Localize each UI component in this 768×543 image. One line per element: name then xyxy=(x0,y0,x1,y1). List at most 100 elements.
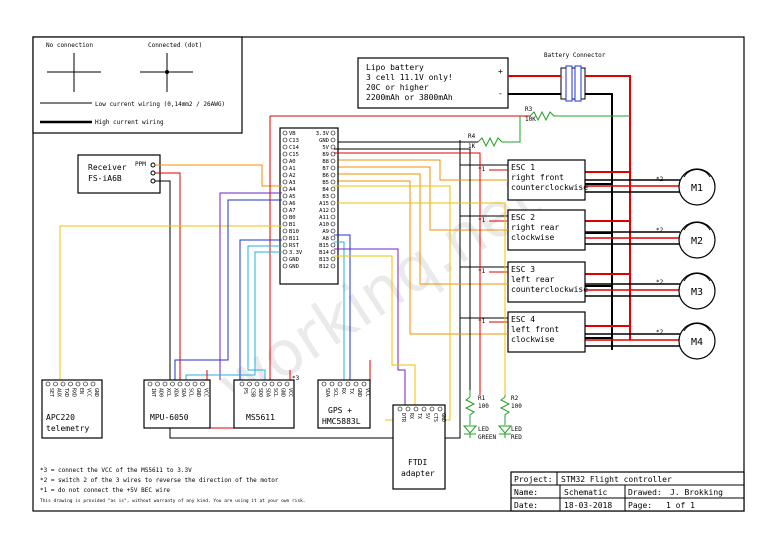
stm32-pin-dot xyxy=(282,172,288,178)
stm32-pin-dot xyxy=(330,137,336,143)
led-red-label: LED xyxy=(511,426,522,433)
stm32-pin-label: B0 xyxy=(289,215,296,221)
gps-pin-label: VCC xyxy=(364,388,370,397)
gps-sub: HMC5883L xyxy=(322,417,361,426)
ms5611-pin-dot xyxy=(269,381,275,387)
apc220-module: APC220 telemetry xyxy=(41,379,103,439)
ftdi-pin-dot xyxy=(405,406,411,412)
lipo-battery: Lipo battery 3 cell 11.1V only! 20C or h… xyxy=(357,57,509,109)
ftdi-module: FTDI adapter xyxy=(392,404,446,490)
stm32-pin-dot xyxy=(282,130,288,136)
ms5611-name: MS5611 xyxy=(246,413,275,422)
apc220-pin-label: SET xyxy=(48,388,54,397)
ftdi-pin-dot xyxy=(413,406,419,412)
title-block: Project: STM32 Flight controller Name: S… xyxy=(510,471,745,512)
r2-label: R2 xyxy=(511,395,519,402)
ms5611-pin-label: PS xyxy=(242,388,248,394)
stm32-pin-label: GND xyxy=(289,264,299,270)
stm32-pin-dot xyxy=(282,151,288,157)
mpu6050-pin-label: XDA xyxy=(173,388,179,397)
stm32-pin-dot xyxy=(282,193,288,199)
stm32-pin-label: 3.3V xyxy=(316,131,330,137)
motor-m4: M4 xyxy=(691,337,703,348)
ftdi-pin-label: GND xyxy=(440,413,446,422)
receiver-name: Receiver xyxy=(88,163,127,172)
stm32-pin-dot xyxy=(330,193,336,199)
esc2-name: ESC 2 xyxy=(511,213,535,222)
gps-pin-label: RX xyxy=(340,388,346,394)
stm32-pin-label: B15 xyxy=(319,243,329,249)
stm32-pin-label: B13 xyxy=(319,257,329,263)
esc4-line1: left front xyxy=(511,325,559,334)
stm32-pin-dot xyxy=(330,207,336,213)
voltage-divider: R3 10K R4 1K xyxy=(270,106,630,150)
ftdi-name: FTDI xyxy=(408,458,427,467)
mpu6050-pin-dot xyxy=(200,381,205,387)
esc-boxes: ESC 1 right front counterclockwise ESC 2… xyxy=(478,159,588,353)
stm32-pin-label: A7 xyxy=(289,208,296,214)
esc1-line1: right front xyxy=(511,173,564,182)
stm32-pin-label: C15 xyxy=(289,152,299,158)
stm32-board: VBC13C14C15A0A1A2A3A4A5A6A7B0B1B10B11RST… xyxy=(279,127,339,285)
stm32-pin-label: B14 xyxy=(319,250,330,256)
motor-note-2: *2 xyxy=(656,227,664,234)
stm32-pin-dot xyxy=(330,235,336,241)
battery-line-2: 3 cell 11.1V only! xyxy=(366,73,453,82)
ftdi-pin-dot xyxy=(437,406,443,412)
stm32-pin-label: B5 xyxy=(322,180,329,186)
mpu6050-pin-label: GND xyxy=(195,388,201,397)
esc3-note: *1 xyxy=(478,268,486,275)
esc3-line2: counterclockwise xyxy=(511,285,588,294)
ms5611-pin-label: SDO xyxy=(257,388,263,397)
mpu6050-pin-label: SDA xyxy=(180,388,186,397)
mpu6050-pin-label: XCL xyxy=(165,388,171,397)
receiver: Receiver FS-iA6B PPM xyxy=(77,154,161,194)
ftdi-pin-label: 5V xyxy=(424,413,430,419)
battery-minus: - xyxy=(498,89,503,98)
ftdi-sub: adapter xyxy=(401,469,435,478)
r3-label: R3 xyxy=(525,106,533,113)
stm32-pin-dot xyxy=(282,235,288,241)
project-label: Project: xyxy=(514,475,553,484)
stm32-pin-dot xyxy=(330,186,336,192)
esc4-name: ESC 4 xyxy=(511,315,535,324)
esc4-line2: clockwise xyxy=(511,335,555,344)
stm32-pin-dot xyxy=(282,221,288,227)
legend: No connection Connected (dot) Low curren… xyxy=(32,36,243,134)
ftdi-pin-label: CTS xyxy=(432,413,438,422)
drawed-value: J. Brokking xyxy=(670,488,723,497)
ms5611-pin-label: GND xyxy=(280,388,286,397)
gps-pin-dot xyxy=(337,381,343,387)
ms5611-pin-dot xyxy=(284,381,290,387)
stm32-pin-dot xyxy=(330,214,336,220)
stm32-pin-dot xyxy=(282,144,288,150)
mpu6050-pin-dot xyxy=(192,381,198,387)
stm32-pin-label: A9 xyxy=(322,229,329,235)
stm32-pin-dot xyxy=(330,221,336,227)
stm32-pin-dot xyxy=(282,214,288,220)
stm32-pin-dot xyxy=(282,249,288,255)
stm32-pin-label: B9 xyxy=(322,152,329,158)
stm32-pin-dot xyxy=(282,186,288,192)
stm32-pin-label: A8 xyxy=(322,236,329,242)
ftdi-pin-label: DTR xyxy=(400,413,406,423)
ftdi-pin-dot xyxy=(421,406,427,412)
legend-connected: Connected (dot) xyxy=(148,42,202,49)
stm32-pin-label: B11 xyxy=(289,236,299,242)
apc220-pin-dot xyxy=(60,381,66,387)
r3-value: 10K xyxy=(525,116,536,123)
battery-plus: + xyxy=(498,67,503,76)
stm32-pin-dot xyxy=(282,242,288,248)
stm32-pin-dot xyxy=(330,179,336,185)
gps-module: GPS + HMC5883L xyxy=(317,379,371,429)
motor-m1: M1 xyxy=(691,183,703,194)
apc220-pin-label: RXD xyxy=(71,388,77,397)
apc220-pin-dot xyxy=(45,381,51,387)
stm32-pin-label: 5V xyxy=(322,145,329,151)
stm32-pin-dot xyxy=(282,228,288,234)
battery-connector-label: Battery Connector xyxy=(544,52,606,59)
stm32-pin-label: A15 xyxy=(319,201,329,207)
r1-value: 100 xyxy=(478,403,489,410)
esc2-line2: clockwise xyxy=(511,233,555,242)
